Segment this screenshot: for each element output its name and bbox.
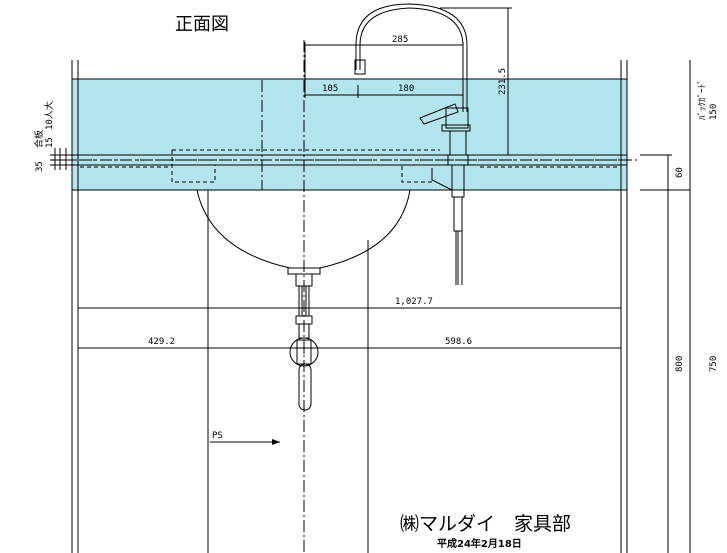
dim-105: 105 xyxy=(322,84,338,94)
company-name: ㈱マルダイ 家具部 xyxy=(400,513,571,535)
dim-800: 800 xyxy=(675,356,685,372)
dim-faucet-height: 231.5 xyxy=(498,68,508,95)
dim-left-width: 429.2 xyxy=(148,337,175,347)
dim-180: 180 xyxy=(398,84,414,94)
backsplash-panel xyxy=(71,78,628,156)
dim-150: 150 xyxy=(709,104,719,120)
dim-right-width: 598.6 xyxy=(445,337,472,347)
dim-left-35: 35 xyxy=(35,161,45,172)
ps-label: PS xyxy=(212,431,223,441)
dim-spout-reach: 285 xyxy=(392,35,408,45)
left-note-2: 10人大 xyxy=(43,101,55,130)
backguard-label: ﾊﾞｯｸｶﾞｰﾄﾞ xyxy=(697,79,708,120)
drawing-date: 平成24年2月18日 xyxy=(437,537,522,550)
dim-total-width: 1,027.7 xyxy=(395,297,433,307)
dim-750: 750 xyxy=(709,356,719,372)
drawing-title: 正面図 xyxy=(175,14,229,35)
left-note-plywood: 合板 xyxy=(33,130,45,148)
dim-60: 60 xyxy=(675,167,685,178)
faucet xyxy=(354,3,471,285)
dim-left-15: 15 xyxy=(45,137,55,148)
